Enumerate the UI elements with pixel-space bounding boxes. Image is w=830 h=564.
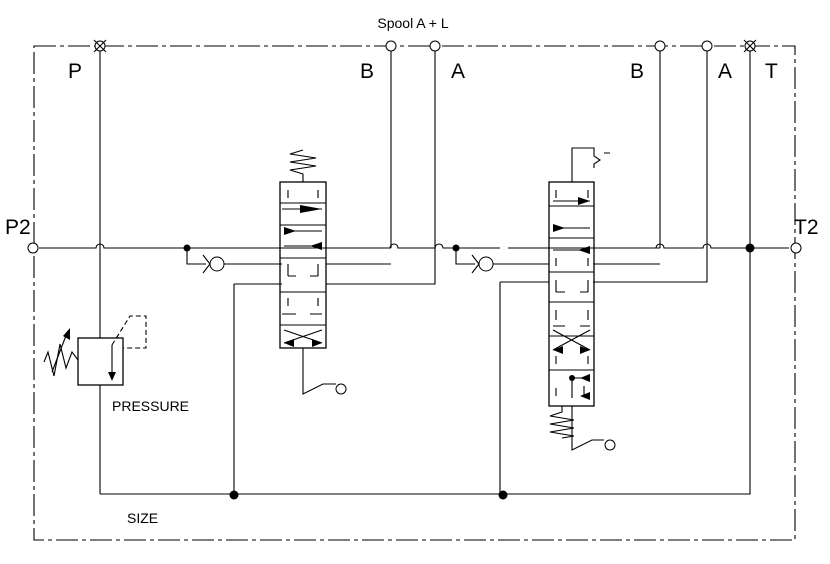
check-valve-icon xyxy=(471,254,494,274)
p-plugged-port-icon xyxy=(93,39,107,53)
left-spool-outlets xyxy=(234,247,436,285)
left-spool-lever-knob[interactable] xyxy=(335,383,347,395)
t2-port xyxy=(790,242,802,254)
diagram-title: Spool A + L xyxy=(377,15,448,31)
tank-return-line xyxy=(100,46,751,495)
port-label-a-right: A xyxy=(718,60,732,83)
right-spool-lever-icon xyxy=(571,406,604,451)
port-label-p2: P2 xyxy=(5,216,31,239)
junction-dot xyxy=(229,490,239,500)
pressure-label: PRESSURE xyxy=(112,398,189,414)
junction-dot xyxy=(569,375,575,381)
port-label-p: P xyxy=(68,60,82,83)
left-directional-spool-icon xyxy=(279,149,327,349)
a-port-right xyxy=(701,40,713,52)
check-valve-icon xyxy=(202,254,225,274)
p2-supply-line xyxy=(39,243,789,249)
left-spool-lever-icon xyxy=(302,348,336,395)
right-spool-spring-icon xyxy=(549,406,575,439)
right-directional-spool-icon xyxy=(548,147,610,407)
port-label-t: T xyxy=(765,60,778,83)
right-check-valve-line xyxy=(455,248,475,265)
b-port-left xyxy=(385,40,397,52)
t-plugged-port-icon xyxy=(743,39,757,53)
junction-dot xyxy=(498,490,508,500)
junction-dot xyxy=(745,243,755,253)
port-label-a-left: A xyxy=(451,60,465,83)
port-label-b-right: B xyxy=(630,60,644,83)
valve-body-boundary xyxy=(33,45,796,541)
port-label-b-left: B xyxy=(360,60,374,83)
right-spool-lever-knob[interactable] xyxy=(604,439,616,451)
b-port-right xyxy=(654,40,666,52)
pressure-relief-valve-icon xyxy=(43,315,147,494)
left-check-valve-line xyxy=(186,248,206,265)
size-label: SIZE xyxy=(127,510,158,526)
port-label-t2: T2 xyxy=(794,216,819,239)
a-port-left xyxy=(429,40,441,52)
p2-port xyxy=(27,242,39,254)
right-spool-outlets xyxy=(500,247,708,283)
